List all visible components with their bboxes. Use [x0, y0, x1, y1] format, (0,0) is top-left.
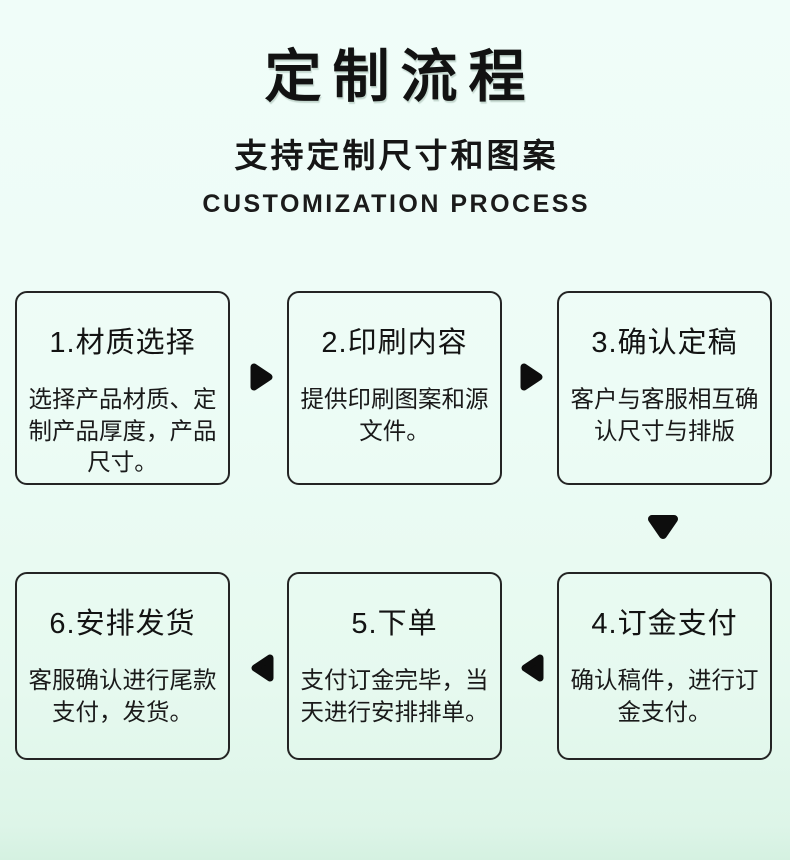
section-subtitle-english: CUSTOMIZATION PROCESS — [202, 189, 591, 218]
step-title: 6.安排发货 — [49, 608, 196, 640]
section-title: 定制流程 — [264, 45, 537, 109]
step-box-4-deposit-payment: 4.订金支付 确认稿件，进行订金支付。 — [557, 572, 772, 760]
arrow-left-icon — [249, 652, 275, 684]
step-description: 客服确认进行尾款支付，发货。 — [28, 667, 217, 725]
step-description: 确认稿件，进行订金支付。 — [570, 667, 759, 725]
step-title: 4.订金支付 — [591, 608, 738, 640]
step-description: 支付订金完毕，当天进行安排排单。 — [300, 667, 489, 725]
step-box-5-place-order: 5.下单 支付订金完毕，当天进行安排排单。 — [287, 572, 502, 760]
step-box-6-arrange-shipment: 6.安排发货 客服确认进行尾款支付，发货。 — [15, 572, 230, 760]
section-header: 定制流程 支持定制尺寸和图案 CUSTOMIZATION PROCESS — [0, 0, 790, 219]
arrow-right-icon — [519, 361, 545, 393]
step-box-1-material-selection: 1.材质选择 选择产品材质、定制产品厚度，产品尺寸。 — [15, 291, 230, 485]
step-title: 5.下单 — [351, 608, 438, 640]
arrow-down-icon — [645, 513, 681, 542]
step-box-3-confirm-draft: 3.确认定稿 客户与客服相互确认尺寸与排版 — [557, 291, 772, 485]
section-subtitle: 支持定制尺寸和图案 — [234, 136, 559, 174]
step-description: 客户与客服相互确认尺寸与排版 — [570, 386, 759, 444]
step-title: 3.确认定稿 — [591, 327, 738, 359]
step-title: 1.材质选择 — [49, 327, 196, 359]
step-box-2-print-content: 2.印刷内容 提供印刷图案和源文件。 — [287, 291, 502, 485]
step-description: 提供印刷图案和源文件。 — [300, 386, 489, 444]
arrow-right-icon — [249, 361, 275, 393]
step-description: 选择产品材质、定制产品厚度，产品尺寸。 — [28, 386, 217, 476]
arrow-left-icon — [519, 652, 545, 684]
step-title: 2.印刷内容 — [321, 327, 468, 359]
